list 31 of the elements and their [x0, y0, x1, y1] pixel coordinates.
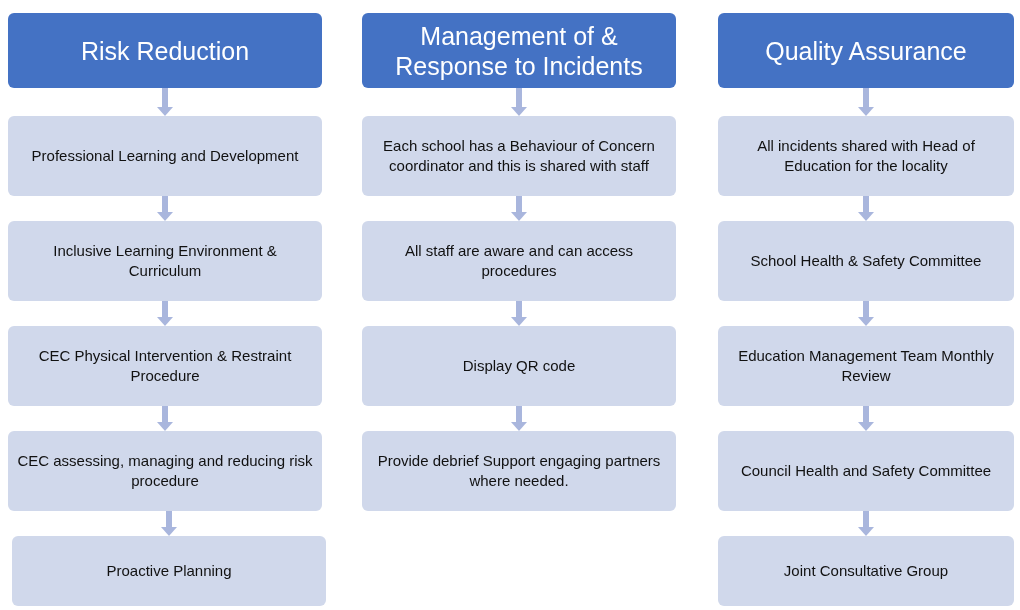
- process-box: Each school has a Behaviour of Concern coordinator and this is shared with staff: [362, 116, 676, 196]
- process-box: Provide debrief Support engaging partners where needed.: [362, 431, 676, 511]
- process-box: Joint Consultative Group: [718, 536, 1014, 606]
- process-box: Display QR code: [362, 326, 676, 406]
- down-arrow: [157, 88, 173, 116]
- process-box: School Health & Safety Committee: [718, 221, 1014, 301]
- process-box: Professional Learning and Development: [8, 116, 322, 196]
- down-arrow: [858, 406, 874, 431]
- down-arrow: [161, 511, 177, 536]
- process-box: CEC Physical Intervention & Restraint Procedure: [8, 326, 322, 406]
- down-arrow: [157, 196, 173, 221]
- column-header: Risk Reduction: [8, 13, 322, 88]
- down-arrow: [858, 196, 874, 221]
- process-box: All staff are aware and can access procedures: [362, 221, 676, 301]
- process-box: Council Health and Safety Committee: [718, 431, 1014, 511]
- process-box: Proactive Planning: [12, 536, 326, 606]
- process-box: CEC assessing, managing and reducing risk procedure: [8, 431, 322, 511]
- process-box: Education Management Team Monthly Review: [718, 326, 1014, 406]
- down-arrow: [157, 406, 173, 431]
- down-arrow: [511, 196, 527, 221]
- process-box: All incidents shared with Head of Education for the locality: [718, 116, 1014, 196]
- down-arrow: [157, 301, 173, 326]
- down-arrow: [511, 406, 527, 431]
- process-box: Inclusive Learning Environment & Curriculum: [8, 221, 322, 301]
- down-arrow: [858, 511, 874, 536]
- down-arrow: [511, 88, 527, 116]
- down-arrow: [511, 301, 527, 326]
- down-arrow: [858, 88, 874, 116]
- column-header: Management of & Response to Incidents: [362, 13, 676, 88]
- column-header: Quality Assurance: [718, 13, 1014, 88]
- down-arrow: [858, 301, 874, 326]
